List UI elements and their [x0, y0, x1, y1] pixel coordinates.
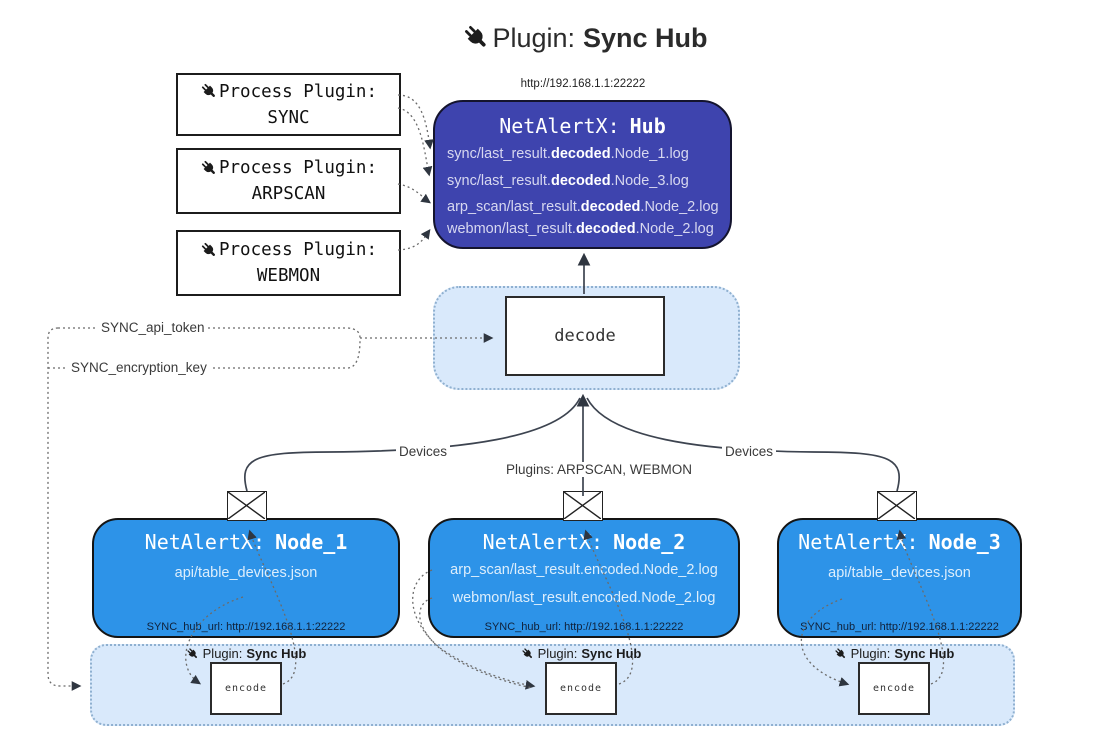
node-box-node-2: NetAlertX:Node_2 arp_scan/last_result.en…	[428, 518, 740, 638]
envelope-icon	[563, 491, 603, 521]
process-plugin-box-webmon: Process Plugin: WEBMON	[176, 230, 401, 296]
hub-log-line: webmon/last_result.decoded.Node_2.log	[447, 221, 714, 237]
node-file: webmon/last_result.encoded.Node_2.log	[452, 590, 716, 606]
node-box-node-1: NetAlertX:Node_1 api/table_devices.json …	[92, 518, 400, 638]
encoder-plugin-label: Plugin:Sync Hub	[161, 645, 331, 662]
encode-box: encode	[210, 662, 282, 715]
encoder-plugin-label: Plugin:Sync Hub	[496, 645, 666, 662]
node-title: NetAlertX:Node_2	[482, 530, 686, 554]
node-box-node-3: NetAlertX:Node_3 api/table_devices.json …	[777, 518, 1022, 638]
node-hub-url: SYNC_hub_url: http://192.168.1.1:22222	[146, 621, 346, 633]
sync-encryption-key-label: SYNC_encryption_key	[68, 360, 210, 375]
page-title-name: Sync Hub	[583, 22, 708, 53]
plug-icon	[200, 240, 218, 259]
envelope-icon	[877, 491, 917, 521]
process-plugin-name: WEBMON	[256, 266, 321, 286]
node-title: NetAlertX:Node_3	[798, 530, 1001, 554]
hub-log-line: sync/last_result.decoded.Node_3.log	[447, 173, 689, 189]
process-plugin-name: ARPSCAN	[251, 184, 326, 204]
node-hub-url: SYNC_hub_url: http://192.168.1.1:22222	[800, 621, 999, 633]
node-file: arp_scan/last_result.encoded.Node_2.log	[450, 562, 718, 578]
hub-log-line: sync/last_result.decoded.Node_1.log	[447, 146, 689, 162]
page-title-prefix: Plugin:	[492, 22, 576, 53]
page-title: Plugin: Sync Hub	[360, 18, 810, 58]
node-hub-url: SYNC_hub_url: http://192.168.1.1:22222	[484, 621, 684, 633]
devices-label-right: Devices	[722, 444, 777, 459]
encoder-plugin-label: Plugin:Sync Hub	[809, 645, 979, 662]
devices-label-left: Devices	[396, 444, 451, 459]
hub-title: NetAlertX: Hub	[435, 114, 730, 138]
hub-log-line: arp_scan/last_result.decoded.Node_2.log	[447, 199, 719, 215]
hub-url: http://192.168.1.1:22222	[520, 78, 646, 90]
plugins-label-center: Plugins: ARPSCAN, WEBMON	[503, 462, 696, 477]
hub-title-name: Hub	[629, 114, 666, 138]
process-plugin-label: Process Plugin:	[218, 240, 378, 260]
node-file: api/table_devices.json	[828, 565, 971, 581]
decode-box: decode	[505, 296, 665, 376]
encode-box: encode	[858, 662, 930, 715]
node-file: api/table_devices.json	[174, 565, 318, 581]
plug-icon	[833, 646, 847, 660]
process-plugin-box-sync: Process Plugin: SYNC	[176, 73, 401, 136]
process-plugin-label: Process Plugin:	[218, 158, 378, 178]
plug-icon	[200, 82, 218, 100]
plug-icon	[520, 646, 534, 660]
plug-icon	[200, 158, 218, 177]
plug-icon	[462, 23, 491, 52]
encode-box: encode	[545, 662, 617, 715]
process-plugin-label: Process Plugin:	[218, 81, 378, 102]
envelope-icon	[227, 491, 267, 521]
sync-api-token-label: SYNC_api_token	[98, 320, 208, 335]
process-plugin-name: SYNC	[267, 107, 310, 128]
hub-title-prefix: NetAlertX:	[499, 114, 620, 138]
hub-box: NetAlertX: Hub sync/last_result.decoded.N…	[433, 100, 732, 249]
node-title: NetAlertX:Node_1	[144, 530, 348, 554]
plug-icon	[185, 646, 199, 660]
process-plugin-box-arpscan: Process Plugin: ARPSCAN	[176, 148, 401, 214]
